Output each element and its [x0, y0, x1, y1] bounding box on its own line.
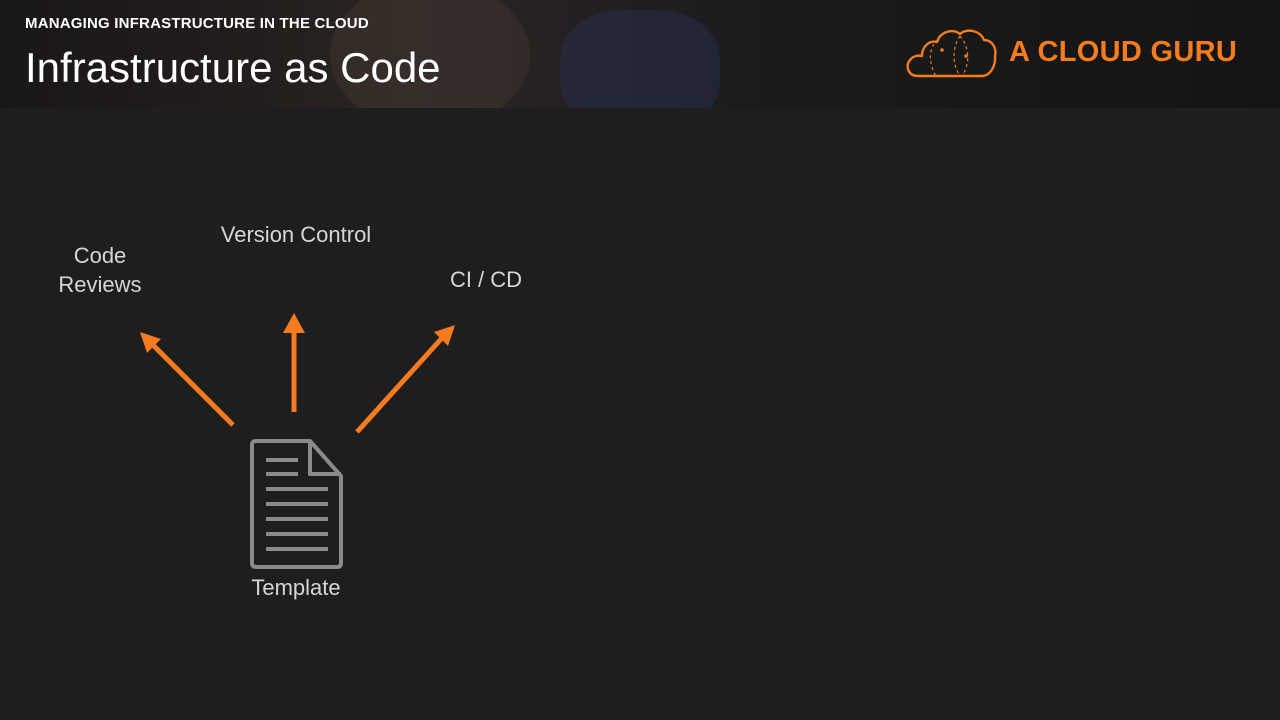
arrow-to-code-reviews — [140, 332, 235, 427]
version-control-label: Version Control — [220, 222, 372, 247]
brand-logo: A CLOUD GURU — [904, 26, 1249, 82]
ci-cd-label: CI / CD — [449, 267, 523, 292]
arrow-to-version-control — [283, 313, 305, 412]
header-background-blur — [330, 0, 530, 108]
header-background-blur — [560, 10, 720, 108]
cloud-logo-icon — [906, 29, 997, 78]
document-icon — [250, 439, 343, 569]
section-subtitle: MANAGING INFRASTRUCTURE IN THE CLOUD — [25, 15, 369, 32]
template-label: Template — [251, 575, 341, 600]
brand-name: A CLOUD GURU — [1009, 36, 1238, 68]
arrow-to-ci-cd — [355, 325, 455, 434]
code-reviews-label: Code Reviews — [40, 241, 160, 299]
code-reviews-label-line: Code — [73, 243, 127, 268]
header-banner: MANAGING INFRASTRUCTURE IN THE CLOUD Inf… — [0, 0, 1280, 108]
code-reviews-label-line: Reviews — [58, 272, 142, 297]
slide-title: Infrastructure as Code — [25, 44, 441, 91]
